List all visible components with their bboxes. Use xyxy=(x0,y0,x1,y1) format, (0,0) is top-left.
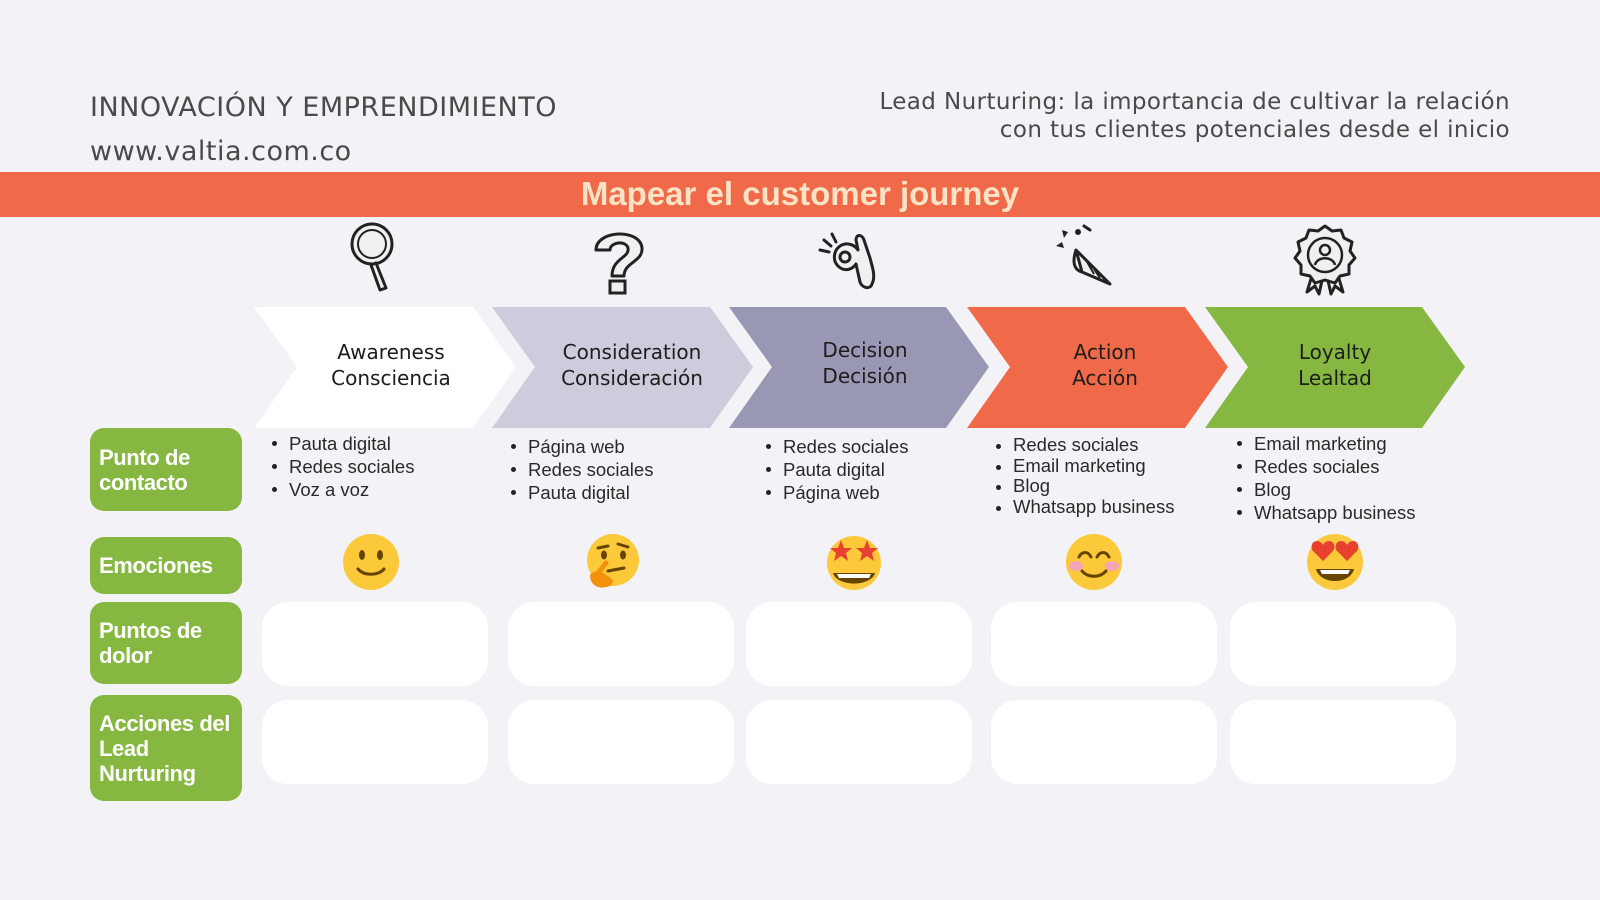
stage-name-es: Acción xyxy=(1072,366,1138,390)
nurturing-actions-consideration-box[interactable] xyxy=(508,700,734,784)
subtitle-line-1: Lead Nurturing: la importancia de cultiv… xyxy=(879,89,1510,115)
nurturing-actions-loyalty-box[interactable] xyxy=(1230,700,1456,784)
pain-points-decision-box[interactable] xyxy=(746,602,972,686)
list-item: Whatsapp business xyxy=(993,496,1174,518)
list-item: Página web xyxy=(763,481,908,504)
list-item: Página web xyxy=(508,435,653,458)
banner-title: Mapear el customer journey xyxy=(580,175,1020,212)
stage-name-es: Consciencia xyxy=(331,366,451,390)
pain-points-consideration-box[interactable] xyxy=(508,602,734,686)
list-item: Email marketing xyxy=(1234,432,1415,455)
row-label-emotions: Emociones xyxy=(90,537,242,594)
list-item: Redes sociales xyxy=(269,455,414,478)
header-subtitle-block: Lead Nurturing: la importancia de cultiv… xyxy=(810,88,1510,144)
pain-points-awareness-box[interactable] xyxy=(262,602,488,686)
touchpoints-consideration: Página web Redes sociales Pauta digital xyxy=(508,435,653,504)
list-item: Whatsapp business xyxy=(1234,501,1415,524)
chevron-loyalty xyxy=(1205,307,1465,428)
list-item: Redes sociales xyxy=(993,434,1174,456)
subtitle-line-2: con tus clientes potenciales desde el in… xyxy=(999,117,1510,143)
heart-eyes-emoji xyxy=(1307,534,1363,590)
chevron-awareness xyxy=(254,307,516,428)
row-label-pain-points: Puntos de dolor xyxy=(90,602,242,684)
stage-label-loyalty: Loyalty Lealtad xyxy=(1240,339,1430,391)
stage-label-awareness: Awareness Consciencia xyxy=(296,339,486,391)
list-item: Blog xyxy=(1234,478,1415,501)
stage-name-es: Lealtad xyxy=(1298,366,1372,390)
customer-journey-chevrons xyxy=(254,307,1465,428)
brand-title: INNOVACIÓN Y EMPRENDIMIENTO xyxy=(90,92,557,123)
chevron-consideration xyxy=(492,307,753,428)
list-item: Pauta digital xyxy=(269,432,414,455)
stage-name-en: Loyalty xyxy=(1298,340,1372,364)
stage-name-es: Decisión xyxy=(822,364,908,388)
row-label-touchpoints: Punto de contacto xyxy=(90,428,242,511)
chevron-action xyxy=(967,307,1228,428)
pain-points-loyalty-box[interactable] xyxy=(1230,602,1456,686)
stage-name-en: Decision xyxy=(822,338,908,362)
list-item: Redes sociales xyxy=(508,458,653,481)
touchpoints-decision: Redes sociales Pauta digital Página web xyxy=(763,435,908,504)
chevron-decision xyxy=(729,307,989,428)
list-item: Redes sociales xyxy=(1234,455,1415,478)
website-url: www.valtia.com.co xyxy=(90,136,352,167)
list-item: Pauta digital xyxy=(763,458,908,481)
user-award-badge-icon xyxy=(1293,224,1357,296)
magnifying-glass-icon xyxy=(350,222,394,292)
touchpoints-action: Redes sociales Email marketing Blog What… xyxy=(993,434,1174,518)
list-item: Email marketing xyxy=(993,455,1174,477)
stage-name-en: Consideration xyxy=(562,340,702,364)
list-item: Blog xyxy=(993,475,1174,497)
touchpoints-loyalty: Email marketing Redes sociales Blog What… xyxy=(1234,432,1415,524)
pain-points-action-box[interactable] xyxy=(991,602,1217,686)
row-label-nurturing-actions: Acciones del Lead Nurturing xyxy=(90,695,242,801)
touchpoints-awareness: Pauta digital Redes sociales Voz a voz xyxy=(269,432,414,501)
thinking-face-emoji xyxy=(587,534,639,588)
slightly-smiling-face-emoji xyxy=(343,534,399,590)
party-popper-icon xyxy=(1056,224,1112,286)
nurturing-actions-action-box[interactable] xyxy=(991,700,1217,784)
title-banner: Mapear el customer journey xyxy=(0,172,1600,217)
stage-name-en: Action xyxy=(1073,340,1137,364)
nurturing-actions-awareness-box[interactable] xyxy=(262,700,488,784)
stage-label-decision: Decision Decisión xyxy=(770,337,960,389)
stage-name-en: Awareness xyxy=(337,340,445,364)
smiling-face-with-smiling-eyes-emoji xyxy=(1066,534,1122,590)
nurturing-actions-decision-box[interactable] xyxy=(746,700,972,784)
star-struck-emoji xyxy=(827,536,881,590)
stage-label-action: Action Acción xyxy=(1010,339,1200,391)
question-mark-icon xyxy=(594,232,644,295)
stage-name-es: Consideración xyxy=(561,366,703,390)
header-brand-block: INNOVACIÓN Y EMPRENDIMIENTO www.valtia.c… xyxy=(90,86,557,174)
ok-hand-icon xyxy=(818,232,876,290)
list-item: Redes sociales xyxy=(763,435,908,458)
list-item: Voz a voz xyxy=(269,478,414,501)
list-item: Pauta digital xyxy=(508,481,653,504)
stage-label-consideration: Consideration Consideración xyxy=(537,339,727,391)
